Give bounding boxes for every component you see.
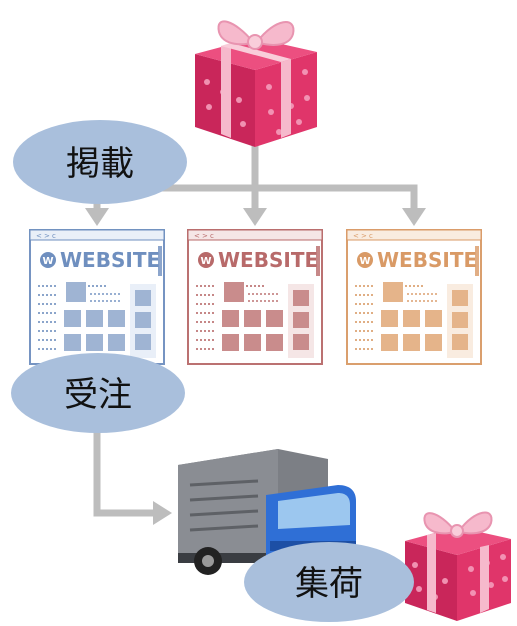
scrollbar — [475, 246, 479, 276]
site-logo-letter: W — [42, 256, 53, 267]
product-tile — [244, 334, 261, 351]
product-tile — [381, 310, 398, 327]
product-tile — [403, 334, 420, 351]
arrow-head-4 — [153, 501, 172, 525]
arrow-head-3 — [402, 208, 426, 226]
site-logo-letter: W — [200, 256, 211, 267]
browser-nav-glyph: < — [353, 232, 359, 240]
site-logo-letter: W — [359, 256, 370, 267]
side-panel-tile — [293, 334, 309, 350]
website-icon: <>cW WEBSITE — [29, 229, 165, 365]
product-tile — [266, 310, 283, 327]
site-logo-icon — [40, 252, 56, 268]
side-panel-tile — [135, 334, 151, 350]
product-tile — [64, 334, 81, 351]
website-icon: <>cW WEBSITE — [187, 229, 323, 365]
side-panel-tile — [135, 312, 151, 328]
scrollbar — [158, 246, 162, 276]
label-bubble — [244, 542, 414, 622]
side-panel-tile — [452, 312, 468, 328]
product-tile — [222, 310, 239, 327]
website-icon: <>cW WEBSITE — [346, 229, 482, 365]
label-bubble — [13, 120, 187, 204]
site-title: WEBSITE — [60, 248, 160, 272]
browser-nav-glyph: c — [52, 232, 56, 240]
product-tile — [266, 334, 283, 351]
site-logo-icon — [357, 252, 373, 268]
site-logo-icon — [198, 252, 214, 268]
scrollbar — [316, 246, 320, 276]
side-panel-tile — [293, 312, 309, 328]
side-panel-tile — [135, 290, 151, 306]
product-tile — [425, 334, 442, 351]
product-tile — [86, 334, 103, 351]
hero-image — [383, 282, 403, 302]
step-listing: 掲載 — [13, 120, 187, 204]
browser-nav-glyph: c — [369, 232, 373, 240]
hero-image — [224, 282, 244, 302]
product-tile — [222, 334, 239, 351]
label-bubble — [11, 353, 185, 433]
browser-nav-glyph: > — [361, 232, 367, 240]
site-title: WEBSITE — [218, 248, 318, 272]
step-label-listing: 掲載 — [66, 144, 134, 184]
step-label-pickup: 集荷 — [295, 564, 363, 604]
step-pickup: 集荷 — [244, 542, 414, 622]
product-tile — [244, 310, 261, 327]
step-order: 受注 — [11, 353, 185, 433]
product-tile — [381, 334, 398, 351]
side-panel-tile — [293, 290, 309, 306]
product-tile — [108, 310, 125, 327]
gift-box-icon — [405, 511, 511, 621]
gift-box-icon — [195, 20, 317, 147]
hero-image — [66, 282, 86, 302]
product-tile — [64, 310, 81, 327]
side-panel-tile — [452, 334, 468, 350]
browser-nav-glyph: > — [44, 232, 50, 240]
browser-nav-glyph: < — [36, 232, 42, 240]
step-label-order: 受注 — [64, 375, 132, 415]
site-title: WEBSITE — [377, 248, 477, 272]
arrow-head-1 — [85, 208, 109, 226]
product-tile — [425, 310, 442, 327]
arrow-head-2 — [243, 208, 267, 226]
product-tile — [403, 310, 420, 327]
product-tile — [86, 310, 103, 327]
side-panel-tile — [452, 290, 468, 306]
browser-nav-glyph: < — [194, 232, 200, 240]
browser-nav-glyph: > — [202, 232, 208, 240]
browser-nav-glyph: c — [210, 232, 214, 240]
arrow-heads — [85, 208, 426, 525]
product-tile — [108, 334, 125, 351]
